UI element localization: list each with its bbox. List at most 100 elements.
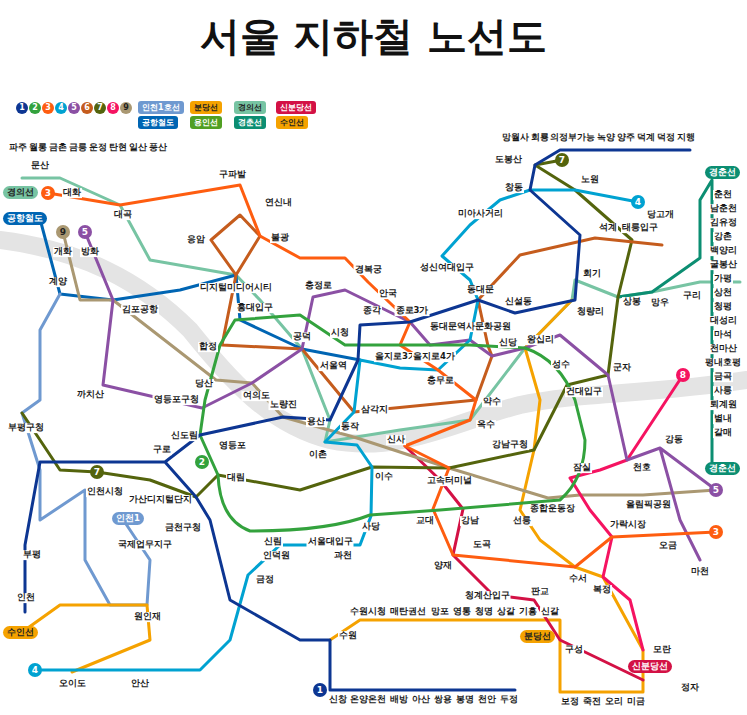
station-label: 성신여대입구 xyxy=(419,263,475,273)
station-label: 방화 xyxy=(80,247,100,257)
station-label: 수원 xyxy=(338,631,358,641)
line-number-circle: 9 xyxy=(56,225,70,239)
node-text: 2 xyxy=(199,458,205,467)
line-number-circle: 5 xyxy=(78,225,92,239)
station-label: 건대입구 xyxy=(565,387,603,397)
station-label: 노원 xyxy=(580,175,600,185)
station-label: 수원시청 xyxy=(349,607,387,617)
station-label: 대화 xyxy=(62,188,82,198)
station-label: 신도림 xyxy=(170,431,199,441)
station-label: 수서 xyxy=(568,574,588,584)
station-label: 석계 xyxy=(598,223,618,233)
station-label: 왕십리 xyxy=(526,335,555,345)
line-badge: 신분당선 xyxy=(628,660,672,673)
line-incheon1 xyxy=(22,294,150,605)
line-number-circle: 7 xyxy=(555,153,569,167)
station-label: 가평 xyxy=(713,274,733,284)
station-label: 강남 xyxy=(460,516,480,526)
legend-text: 5 xyxy=(71,104,77,112)
line-number-circle: 2 xyxy=(195,455,209,469)
station-label: 계양 xyxy=(48,277,68,287)
station-label: 신림 xyxy=(263,537,283,547)
station-label: 인덕원 xyxy=(262,551,291,561)
station-label: 의정부 xyxy=(549,133,578,143)
legend-text: 용인선 xyxy=(194,119,218,127)
station-label: 천호 xyxy=(632,463,652,473)
station-label: 충정로 xyxy=(304,281,333,291)
station-label: 금곡 xyxy=(713,372,733,382)
legend-text: 7 xyxy=(97,104,103,112)
line-badge: 경춘선 xyxy=(705,462,740,475)
station-label: 안산 xyxy=(130,679,150,689)
station-label: 봉명 xyxy=(455,695,475,705)
station-label: 회기 xyxy=(582,269,602,279)
han-river xyxy=(0,240,747,444)
map-title: 서울 지하철 노선도 xyxy=(0,12,747,60)
station-label: 군자 xyxy=(612,363,632,373)
station-label: 용산 xyxy=(306,417,326,427)
line-number-circle: 3 xyxy=(41,186,55,200)
station-label: 교대 xyxy=(415,516,435,526)
station-label: 일산 xyxy=(128,143,148,153)
station-label: 굴봉산 xyxy=(709,260,738,270)
legend-text: 경의선 xyxy=(238,104,262,112)
line-number-circle: 8 xyxy=(676,368,690,382)
station-label: 월롱 xyxy=(28,143,48,153)
legend-text: 9 xyxy=(123,104,129,112)
station-label: 불광 xyxy=(270,233,290,243)
station-label: 시청 xyxy=(330,328,350,338)
legend-swatch: 분당선 xyxy=(190,101,222,114)
station-label: 백양리 xyxy=(709,246,738,256)
station-label: 마석 xyxy=(713,330,733,340)
station-label: 대림 xyxy=(226,473,246,483)
station-label: 양주 xyxy=(616,133,636,143)
station-label: 여의도 xyxy=(242,391,271,401)
station-label: 오금 xyxy=(658,541,678,551)
station-label: 평내호평 xyxy=(704,358,742,368)
station-label: 응암 xyxy=(186,235,206,245)
line-suin xyxy=(25,605,150,672)
station-label: 창동 xyxy=(504,183,524,193)
legend-swatch: 6 xyxy=(81,102,93,114)
station-label: 금촌 xyxy=(48,143,68,153)
station-label: 덕계 xyxy=(636,133,656,143)
legend-text: 2 xyxy=(32,104,38,112)
station-label: 신사 xyxy=(386,435,406,445)
station-label: 고속터미널 xyxy=(426,476,473,486)
station-label: 이수 xyxy=(374,472,394,482)
station-label: 신설동 xyxy=(504,297,533,307)
station-label: 미아사거리 xyxy=(457,209,504,219)
station-label: 온양온천 xyxy=(349,695,387,705)
station-label: 파주 xyxy=(8,143,28,153)
station-label: 공덕 xyxy=(292,332,312,342)
line-badge: 경춘선 xyxy=(705,166,740,179)
line-badge: 인천1 xyxy=(112,512,144,525)
station-label: 경복궁 xyxy=(354,265,383,275)
station-label: 가산디지털단지 xyxy=(128,495,193,505)
station-label: 별내 xyxy=(713,414,733,424)
line-7 xyxy=(22,160,632,497)
node-text: 분당선 xyxy=(524,632,551,641)
station-label: 도곡 xyxy=(472,540,492,550)
station-label: 판교 xyxy=(530,587,550,597)
station-label: 옥수 xyxy=(476,420,496,430)
station-label: 구파발 xyxy=(218,170,247,180)
station-label: 풍산 xyxy=(148,143,168,153)
station-label: 대곡 xyxy=(113,210,133,220)
station-label: 노량진 xyxy=(269,400,298,410)
station-label: 올림픽공원 xyxy=(625,500,672,510)
station-label: 종합운동장 xyxy=(529,504,576,514)
line-gyeongchun xyxy=(618,180,712,462)
line-badge: 공항철도 xyxy=(3,212,47,225)
station-label: 대성리 xyxy=(709,316,738,326)
station-label: 구리 xyxy=(682,291,702,301)
legend-text: 경춘선 xyxy=(238,119,262,127)
legend-swatch: 4 xyxy=(55,102,67,114)
station-label: 성수 xyxy=(551,360,571,370)
station-label: 정자 xyxy=(680,683,700,693)
station-label: 개화 xyxy=(53,247,73,257)
station-label: 부평 xyxy=(22,550,42,560)
line-number-circle: 4 xyxy=(28,663,42,677)
station-label: 남춘천 xyxy=(709,204,738,214)
